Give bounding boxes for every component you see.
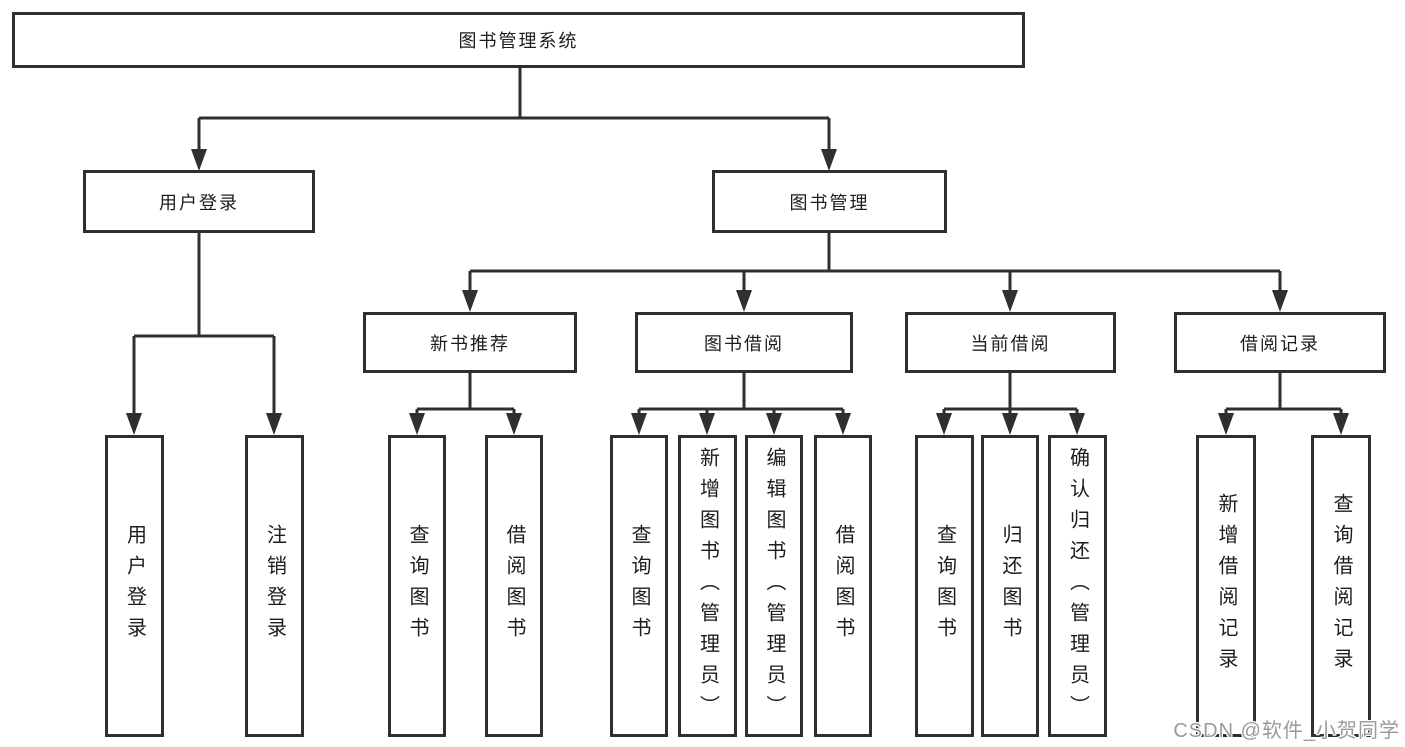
arrowhead-down-icon <box>766 413 782 435</box>
leaf-query-books-recommend: 查询图书 <box>388 435 446 737</box>
arrowhead-down-icon <box>462 290 478 312</box>
leaf-logout-login: 注销登录 <box>245 435 304 737</box>
connector-borrow-record-to-leaves <box>1224 373 1343 415</box>
arrowhead-down-icon <box>835 413 851 435</box>
node-current-borrow: 当前借阅 <box>905 312 1116 373</box>
connector-root-to-level2 <box>197 67 831 151</box>
node-borrow-records: 借阅记录 <box>1174 312 1386 373</box>
node-book-borrow: 图书借阅 <box>635 312 853 373</box>
arrowhead-down-icon <box>1218 413 1234 435</box>
node-library-system-root: 图书管理系统 <box>12 12 1025 68</box>
connector-book-borrow-to-leaves <box>637 373 845 415</box>
leaf-add-book-admin: 新增图书（管理员） <box>678 435 737 737</box>
csdn-watermark: CSDN @软件_小贺同学 <box>1173 720 1400 742</box>
arrowhead-down-icon <box>1002 290 1018 312</box>
node-user-login: 用户登录 <box>83 170 315 233</box>
leaf-confirm-return-admin: 确认归还（管理员） <box>1048 435 1107 737</box>
leaf-query-books-current: 查询图书 <box>915 435 974 737</box>
connector-book-mgmt-to-level3 <box>468 233 1282 292</box>
arrowhead-down-icon <box>1333 413 1349 435</box>
arrowhead-down-icon <box>409 413 425 435</box>
node-new-book-recommend: 新书推荐 <box>363 312 577 373</box>
arrowhead-down-icon <box>1002 413 1018 435</box>
leaf-borrow-books-recommend: 借阅图书 <box>485 435 543 737</box>
arrowhead-down-icon <box>266 413 282 435</box>
leaf-query-borrow-record: 查询借阅记录 <box>1311 435 1371 737</box>
arrowhead-down-icon <box>699 413 715 435</box>
arrowhead-down-icon <box>1069 413 1085 435</box>
node-book-management: 图书管理 <box>712 170 947 233</box>
leaf-edit-book-admin: 编辑图书（管理员） <box>745 435 803 737</box>
leaf-borrow-books: 借阅图书 <box>814 435 872 737</box>
arrowhead-down-icon <box>736 290 752 312</box>
connector-user-login-to-leaves <box>132 233 276 415</box>
leaf-user-login: 用户登录 <box>105 435 164 737</box>
arrowhead-down-icon <box>1272 290 1288 312</box>
arrowhead-down-icon <box>936 413 952 435</box>
leaf-add-borrow-record: 新增借阅记录 <box>1196 435 1256 737</box>
arrowhead-down-icon <box>191 149 207 171</box>
connector-new-book-to-leaves <box>415 373 516 415</box>
arrowhead-down-icon <box>821 149 837 171</box>
connector-current-borrow-to-leaves <box>942 373 1079 415</box>
arrowhead-down-icon <box>126 413 142 435</box>
leaf-query-books-borrow: 查询图书 <box>610 435 668 737</box>
arrowhead-down-icon <box>631 413 647 435</box>
arrowhead-down-icon <box>506 413 522 435</box>
leaf-return-book: 归还图书 <box>981 435 1039 737</box>
